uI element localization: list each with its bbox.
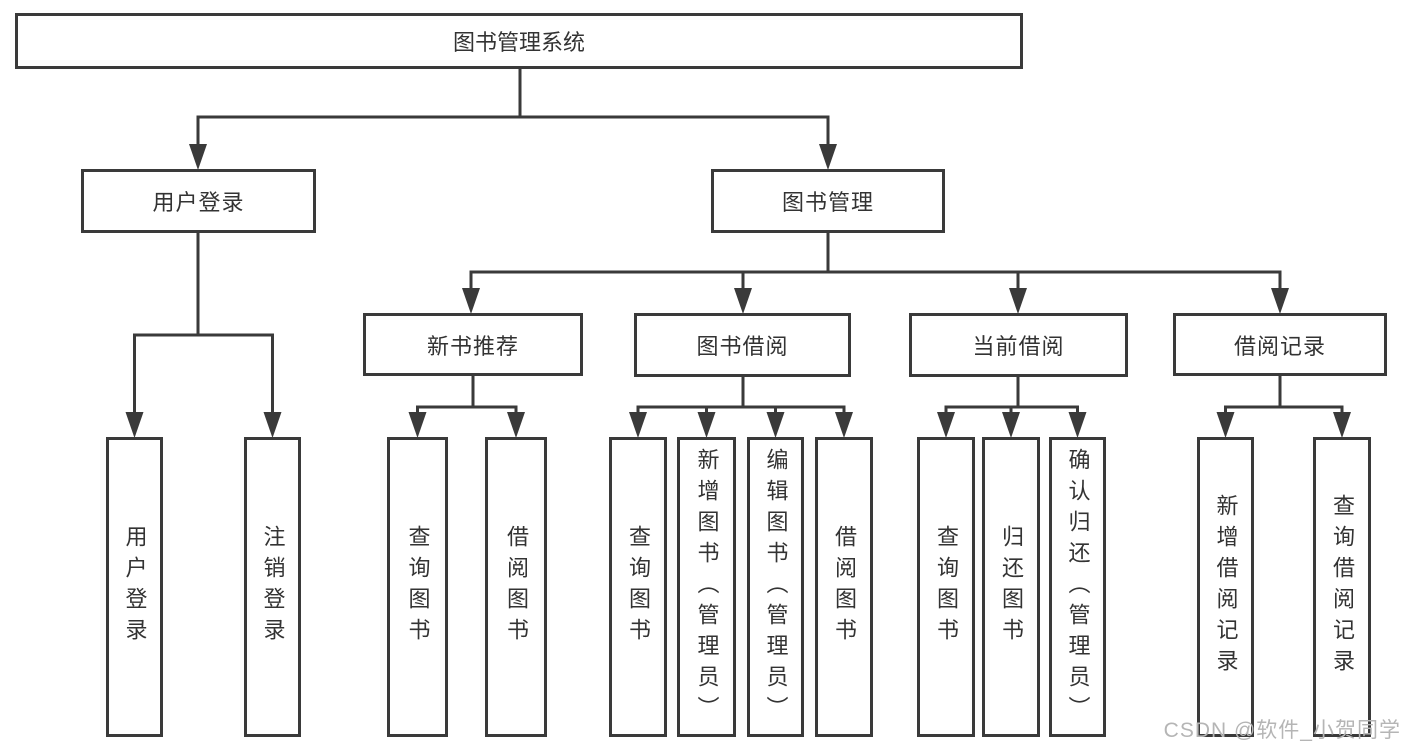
leaf-user-login: 用户登录 <box>106 437 163 737</box>
leaf-query-books-3: 查询图书 <box>917 437 975 737</box>
leaf-borrow-books-2: 借阅图书 <box>815 437 873 737</box>
leaf-add-books-admin: 新增图书（管理员） <box>677 437 736 737</box>
leaf-return-books: 归还图书 <box>982 437 1040 737</box>
leaf-edit-books-admin: 编辑图书（管理员） <box>747 437 804 737</box>
leaf-logout: 注销登录 <box>244 437 301 737</box>
node-borrow-records: 借阅记录 <box>1173 313 1387 376</box>
leaf-confirm-return-admin: 确认归还（管理员） <box>1049 437 1106 737</box>
connector-skeleton <box>133 67 1344 409</box>
arrowheads <box>125 144 1351 438</box>
watermark: CSDN @软件_小贺同学 <box>1163 719 1401 742</box>
node-user-login-module: 用户登录 <box>81 169 316 233</box>
node-current-borrowing: 当前借阅 <box>909 313 1128 377</box>
leaf-add-borrow-record: 新增借阅记录 <box>1197 437 1254 737</box>
node-library-system: 图书管理系统 <box>15 13 1023 69</box>
node-book-borrowing: 图书借阅 <box>634 313 851 377</box>
leaf-query-books-2: 查询图书 <box>609 437 667 737</box>
node-book-management-module: 图书管理 <box>711 169 945 233</box>
arrow-shafts <box>133 117 1344 416</box>
node-new-book-recommend: 新书推荐 <box>363 313 583 376</box>
leaf-borrow-books-1: 借阅图书 <box>485 437 547 737</box>
leaf-query-books-1: 查询图书 <box>387 437 448 737</box>
leaf-query-borrow-record: 查询借阅记录 <box>1313 437 1371 737</box>
